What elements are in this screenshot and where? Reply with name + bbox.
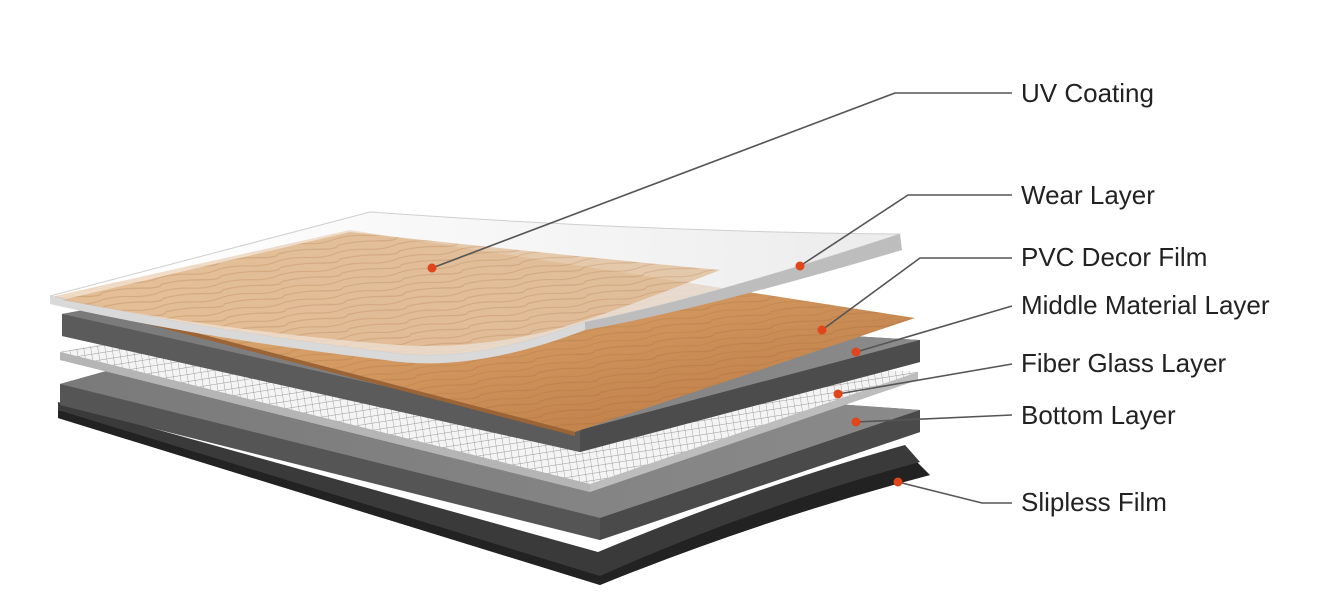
- label-middle-material-layer: Middle Material Layer: [1021, 290, 1270, 320]
- label-pvc-decor-film: PVC Decor Film: [1021, 242, 1208, 272]
- marker-dot-slipless-film: [893, 477, 903, 487]
- marker-dots: [427, 261, 903, 487]
- leader-line-pvc-decor-film: [821, 257, 1012, 331]
- leader-line-fiber-glass-layer: [837, 363, 1013, 395]
- label-wear-layer: Wear Layer: [1021, 180, 1155, 210]
- label-slipless-film: Slipless Film: [1021, 487, 1167, 517]
- marker-dot-middle-material-layer: [851, 347, 861, 357]
- slipless-film-layer: [58, 402, 930, 585]
- marker-dot-wear-layer: [795, 261, 805, 271]
- leader-line-bottom-layer: [855, 414, 1013, 423]
- uv-coating-overlay: [62, 232, 720, 346]
- leader-line-middle-material-layer: [855, 305, 1013, 353]
- label-fiber-glass-layer: Fiber Glass Layer: [1021, 348, 1227, 378]
- leader-lines: [431, 92, 1013, 504]
- marker-dot-pvc-decor-film: [817, 325, 827, 335]
- leader-line-uv-coating: [431, 92, 1012, 269]
- marker-dot-bottom-layer: [851, 417, 861, 427]
- label-bottom-layer: Bottom Layer: [1021, 400, 1176, 430]
- label-uv-coating: UV Coating: [1021, 78, 1154, 108]
- leader-line-wear-layer: [799, 194, 1012, 267]
- marker-dot-uv-coating: [427, 263, 437, 273]
- leader-line-slipless-film: [897, 481, 1012, 504]
- marker-dot-fiber-glass-layer: [833, 389, 843, 399]
